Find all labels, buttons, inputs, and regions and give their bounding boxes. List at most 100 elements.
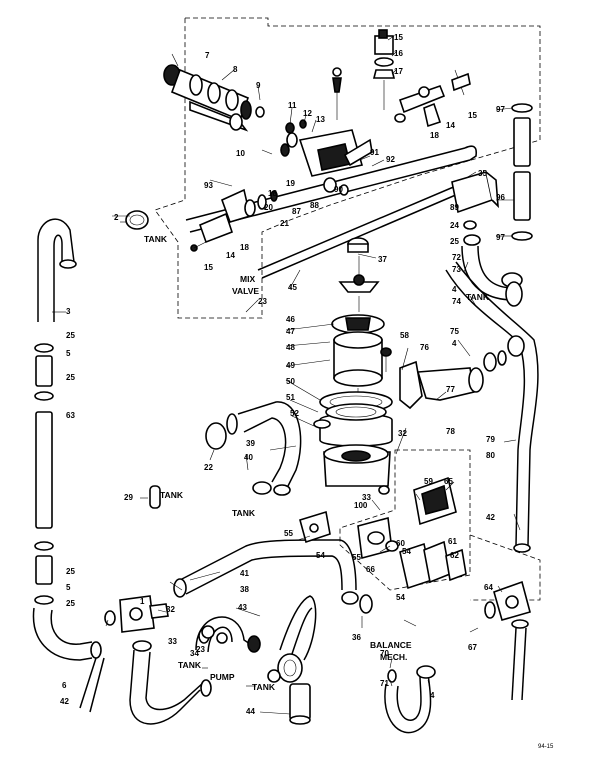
label-2: 2 — [114, 213, 119, 222]
hose-41 — [173, 539, 373, 614]
label-80: 80 — [486, 451, 495, 460]
balance-hose — [384, 665, 436, 734]
label-58: 58 — [400, 331, 409, 340]
spring-assembly-left — [163, 64, 265, 132]
label-32: 32 — [398, 429, 407, 438]
pump-sub-parts — [299, 476, 467, 590]
label-15c: 15 — [204, 263, 213, 272]
lower-shaft — [257, 179, 473, 279]
label-14b: 14 — [226, 251, 235, 260]
pump-assembly-boundary — [339, 449, 471, 591]
label-4b: 4 — [452, 339, 457, 348]
label-1: 1 — [140, 597, 145, 606]
text-callouts: TANK MIX VALVE TANK TANK TANK TANK PUMP … — [144, 234, 554, 750]
label-17: 17 — [394, 67, 403, 76]
label-61: 61 — [448, 537, 457, 546]
label-4: 4 — [452, 285, 457, 294]
label-55b: 55 — [352, 553, 361, 562]
label-5: 5 — [66, 349, 71, 358]
callout-valve: VALVE — [232, 286, 259, 296]
balance-body-64 — [484, 580, 531, 701]
label-35: 35 — [478, 169, 487, 178]
label-3: 3 — [66, 307, 71, 316]
label-8: 8 — [233, 65, 238, 74]
center-motor-stack — [313, 237, 393, 495]
label-97b: 97 — [496, 233, 505, 242]
label-22: 22 — [204, 463, 213, 472]
label-47: 47 — [286, 327, 295, 336]
label-40: 40 — [244, 453, 253, 462]
label-65: 65 — [444, 477, 453, 486]
callout-connectors — [120, 221, 256, 687]
pump-body-32 — [104, 595, 169, 633]
label-32b: 32 — [166, 605, 175, 614]
label-63: 63 — [66, 411, 75, 420]
callout-tank-29: TANK — [160, 490, 184, 500]
label-60: 60 — [396, 539, 405, 548]
label-41: 41 — [240, 569, 249, 578]
bracket-76 — [399, 335, 525, 410]
callout-tank-lower: TANK — [252, 682, 276, 692]
label-59: 59 — [424, 477, 433, 486]
label-38: 38 — [240, 585, 249, 594]
callout-tank-elbow: TANK — [466, 292, 490, 302]
label-45: 45 — [288, 283, 297, 292]
label-18: 18 — [430, 131, 439, 140]
label-5b: 5 — [66, 583, 71, 592]
label-12: 12 — [303, 109, 312, 118]
label-100: 100 — [354, 501, 368, 510]
label-73: 73 — [452, 265, 461, 274]
label-24: 24 — [450, 221, 459, 230]
label-25d: 25 — [66, 567, 75, 576]
label-72: 72 — [452, 253, 461, 262]
elbow-hose-72 — [461, 245, 523, 307]
label-18c: 18 — [240, 243, 249, 252]
vertical-hose-96 — [511, 103, 533, 241]
label-97: 97 — [496, 105, 505, 114]
label-48: 48 — [286, 343, 295, 352]
hose-39 — [205, 401, 302, 496]
label-20: 20 — [264, 203, 273, 212]
label-79: 79 — [486, 435, 495, 444]
tank-cap-2 — [125, 210, 149, 230]
hose-6 — [32, 607, 105, 713]
label-64: 64 — [484, 583, 493, 592]
label-54: 54 — [402, 547, 411, 556]
callout-mix: MIX — [240, 274, 255, 284]
label-39: 39 — [246, 439, 255, 448]
label-74: 74 — [452, 297, 461, 306]
callout-balance: BALANCE — [370, 640, 412, 650]
label-7: 7 — [205, 51, 210, 60]
label-62: 62 — [450, 551, 459, 560]
label-50: 50 — [286, 377, 295, 386]
label-13: 13 — [316, 115, 325, 124]
callout-pump: PUMP — [210, 672, 235, 682]
label-33b: 33 — [168, 637, 177, 646]
label-33: 33 — [362, 493, 371, 502]
left-column-parts — [34, 343, 54, 605]
label-14: 14 — [446, 121, 455, 130]
label-23: 23 — [258, 297, 267, 306]
tank-cap-29 — [149, 485, 161, 509]
label-29: 29 — [124, 493, 133, 502]
label-92: 92 — [386, 155, 395, 164]
label-15b: 15 — [468, 111, 477, 120]
label-46: 46 — [286, 315, 295, 324]
label-16: 16 — [394, 49, 403, 58]
label-11: 11 — [288, 101, 297, 110]
label-34: 34 — [190, 649, 199, 658]
label-18b: 18 — [268, 189, 277, 198]
label-88: 88 — [310, 201, 319, 210]
label-76: 76 — [420, 343, 429, 352]
label-9: 9 — [256, 81, 261, 90]
label-54b: 54 — [316, 551, 325, 560]
part-labels: 15 16 17 7 8 9 11 12 13 15 14 18 97 96 9… — [60, 33, 505, 716]
top-cap-assembly — [372, 29, 396, 110]
label-75: 75 — [450, 327, 459, 336]
label-43: 43 — [238, 603, 247, 612]
valve-assembly-boundary — [154, 17, 541, 319]
bolt-58 — [380, 347, 392, 372]
callout-tank-cap: TANK — [144, 234, 168, 244]
valve-body — [280, 119, 373, 196]
label-37: 37 — [378, 255, 387, 264]
